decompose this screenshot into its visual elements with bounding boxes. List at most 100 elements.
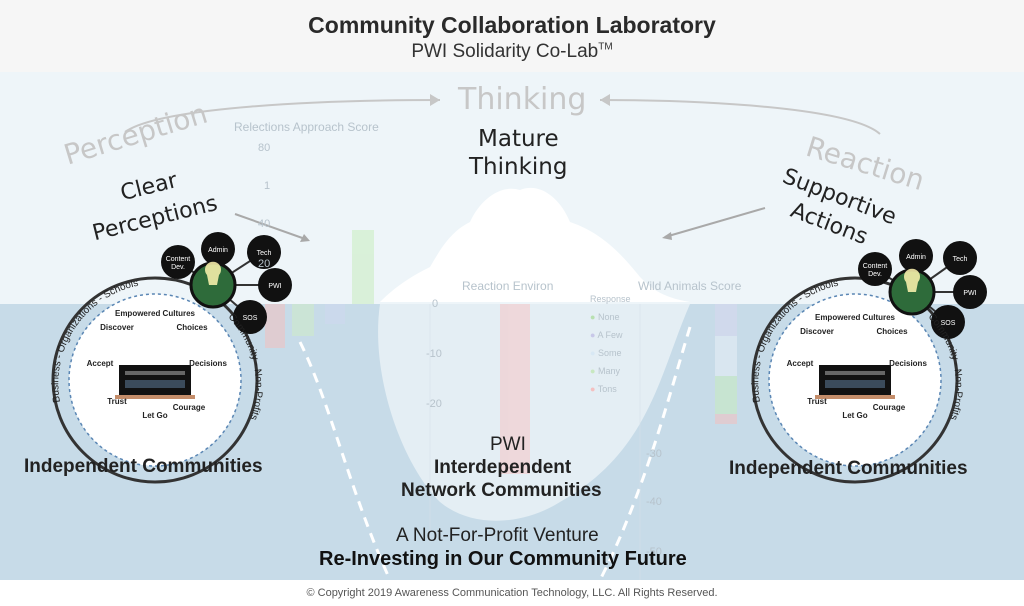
bg-axis-tick: -40 <box>646 496 662 508</box>
bubble <box>161 245 195 279</box>
bubble <box>931 305 965 339</box>
bg-legend-item: ● A Few <box>590 330 623 340</box>
hands <box>115 395 195 399</box>
iceberg-scene: Business - Organizations - Schools Commu… <box>0 72 1024 580</box>
svg-text:PWI: PWI <box>963 290 976 297</box>
svg-text:Admin: Admin <box>906 254 926 261</box>
bg-bar <box>715 304 737 336</box>
bg-bar <box>500 304 530 474</box>
page-title: Community Collaboration Laboratory <box>308 12 716 38</box>
bubble-label-content: Content <box>166 256 191 263</box>
right-bubble-labels: Content Dev. Admin Tech PWI SOS <box>863 254 977 327</box>
bg-bar <box>325 304 345 324</box>
svg-text:Trust: Trust <box>107 397 127 406</box>
thinking-label: Thinking <box>458 82 587 117</box>
svg-text:Trust: Trust <box>807 397 827 406</box>
trademark-mark: TM <box>598 41 613 53</box>
bg-bar <box>292 304 314 336</box>
bubble <box>233 300 267 334</box>
bubble <box>201 232 235 266</box>
arrow-head <box>662 232 672 240</box>
community-ring-outer <box>751 276 959 484</box>
bg-legend-item: ● Some <box>590 348 622 358</box>
svg-text:Let Go: Let Go <box>842 411 867 420</box>
page-subtitle: PWI Solidarity Co-LabTM <box>411 41 613 62</box>
dashed-current-right <box>598 326 692 580</box>
svg-text:Choices: Choices <box>876 327 908 336</box>
bg-bar <box>265 304 285 348</box>
svg-text:Choices: Choices <box>176 323 208 332</box>
svg-text:Decisions: Decisions <box>889 359 927 368</box>
bg-chart-title-middle: Reaction Environ <box>462 279 554 293</box>
svg-text:SOS: SOS <box>941 320 956 327</box>
arc-perception-to-thinking <box>124 99 441 133</box>
iceberg-underwater <box>378 304 690 521</box>
mature-line1: Mature <box>478 126 559 152</box>
copyright-footer: © Copyright 2019 Awareness Communication… <box>0 580 1024 606</box>
left-community-label: Independent Communities <box>24 456 263 477</box>
svg-text:Discover: Discover <box>100 323 134 332</box>
mature-line2: Thinking <box>469 154 568 180</box>
center-line1: Interdependent <box>434 457 572 478</box>
venture-line1: A Not-For-Profit Venture <box>396 525 599 546</box>
svg-text:Empowered Cultures: Empowered Cultures <box>115 309 196 318</box>
header: Community Collaboration Laboratory PWI S… <box>0 0 1024 73</box>
bubble-label-tech: Tech <box>257 250 272 257</box>
right-inner-words: Empowered Cultures Choices Decisions Cou… <box>787 313 928 420</box>
bg-legend-item: ● Tons <box>590 384 617 394</box>
bg-bar <box>715 414 737 424</box>
svg-text:Tech: Tech <box>953 256 968 263</box>
bg-bar <box>715 336 737 376</box>
left-community <box>51 276 259 484</box>
arrow-head <box>600 94 610 106</box>
scene-graphics: Business - Organizations - Schools Commu… <box>0 72 1024 580</box>
svg-text:Decisions: Decisions <box>189 359 227 368</box>
arrow-actions-to-iceberg <box>664 207 766 238</box>
bg-axis-tick: 0 <box>432 298 439 310</box>
bg-tick: 40 <box>258 218 271 230</box>
svg-text:Dev.: Dev. <box>868 271 882 278</box>
bg-tick: 80 <box>258 142 271 154</box>
svg-text:Dev.: Dev. <box>171 264 185 271</box>
svg-text:Courage: Courage <box>873 403 906 412</box>
svg-text:Empowered Cultures: Empowered Cultures <box>815 313 896 322</box>
bg-legend-item: ● None <box>590 312 620 322</box>
left-bubbles <box>161 232 292 334</box>
bg-tick: 1 <box>264 180 271 192</box>
left-bubble-labels: Content Dev. Admin Tech PWI SOS <box>166 247 282 322</box>
arrow-head <box>300 234 310 242</box>
center-pwi: PWI <box>490 434 526 455</box>
bg-axis-tick: -20 <box>426 398 442 410</box>
bg-axis-tick: -50 <box>646 546 662 558</box>
background-chart <box>265 230 737 580</box>
left-inner-words: Empowered Cultures Choices Decisions Cou… <box>87 309 228 420</box>
arrow-perception-to-iceberg <box>234 213 309 241</box>
svg-text:Let Go: Let Go <box>142 411 167 420</box>
bubble <box>953 275 987 309</box>
bg-bar <box>715 376 737 414</box>
bubble-label-pwi: PWI <box>268 283 281 290</box>
arc-reaction-to-thinking <box>599 99 881 135</box>
bubble <box>258 268 292 302</box>
svg-text:Accept: Accept <box>87 359 114 368</box>
right-community <box>751 276 959 484</box>
bubble-label-admin: Admin <box>208 247 228 254</box>
center-line2: Network Communities <box>401 480 602 501</box>
bg-chart-title-left: Relections Approach Score <box>234 120 379 134</box>
bg-bar <box>352 230 374 304</box>
svg-text:Accept: Accept <box>787 359 814 368</box>
svg-text:Content: Content <box>863 263 888 270</box>
hands <box>815 395 895 399</box>
community-ring-outer <box>51 276 259 484</box>
svg-text:Courage: Courage <box>173 403 206 412</box>
bg-legend-title: Response <box>590 294 631 304</box>
bg-chart-title-right: Wild Animals Score <box>638 279 742 293</box>
bg-tick: 20 <box>258 258 271 270</box>
iceberg-tip <box>380 187 690 302</box>
right-bubbles <box>858 239 987 339</box>
dashed-current-left <box>298 341 392 580</box>
bg-legend-item: ● Many <box>590 366 620 376</box>
bubble <box>247 235 281 269</box>
right-community-label: Independent Communities <box>729 458 968 479</box>
bubble <box>858 252 892 286</box>
